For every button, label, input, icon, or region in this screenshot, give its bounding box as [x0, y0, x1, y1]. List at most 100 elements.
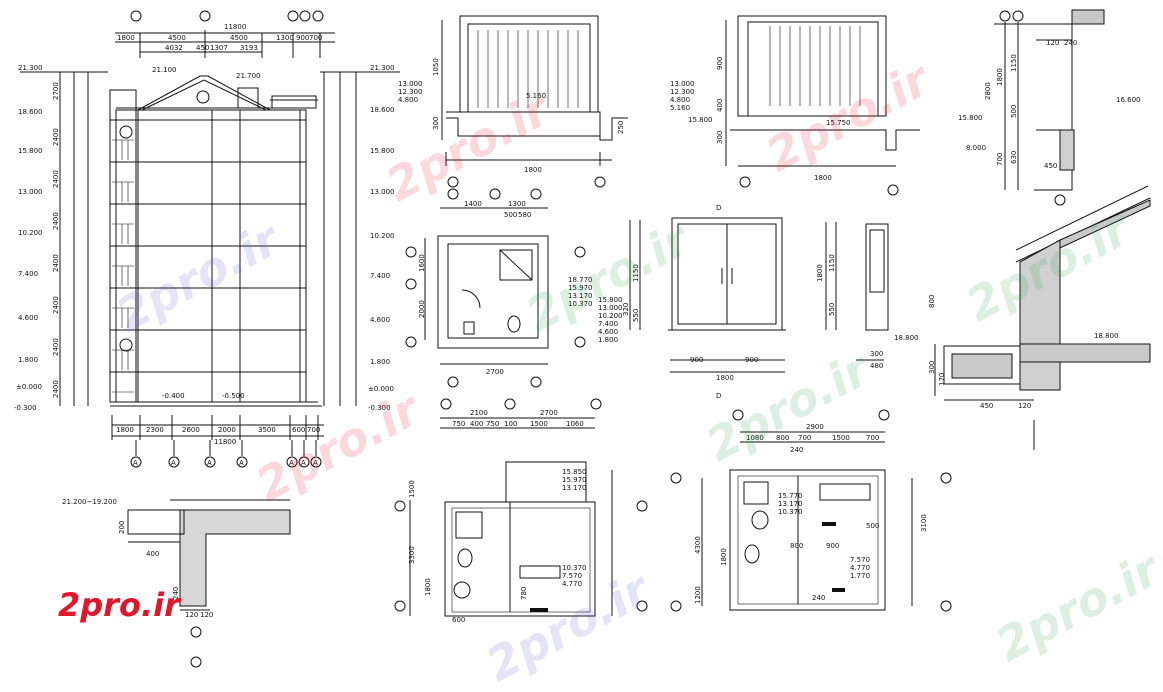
roof-dim: 300: [928, 361, 936, 374]
up2-dim: 900: [826, 542, 839, 550]
up2-dim: 800: [790, 542, 803, 550]
roof-detail: [934, 185, 1151, 450]
elev-left-level: 7.400: [18, 270, 38, 278]
window-label: D: [716, 204, 721, 212]
eave-dim: 120: [200, 611, 213, 619]
elev-left-level: 4.600: [18, 314, 38, 322]
balcony-section-2: [725, 15, 920, 196]
up1-dim: 1500: [530, 420, 548, 428]
win-side-dim: 480: [870, 362, 883, 370]
elev-floor-dim: 2400: [52, 128, 60, 146]
bs2-level: 4.800: [670, 96, 690, 104]
bs2-level: 12.300: [670, 88, 695, 96]
bath-level: 10.370: [568, 300, 593, 308]
bath-dim: 1400: [464, 200, 482, 208]
building-elevation: [20, 10, 400, 468]
elev-left-level: 18.600: [18, 108, 43, 116]
cad-sheet: 11800 1800 4500 4500 1300 900 700 4032 4…: [14, 9, 1163, 692]
bs2-dim: 400: [716, 99, 724, 112]
elev-left-level: 21.300: [18, 64, 43, 72]
up2-dim: 240: [790, 446, 803, 454]
cad-drawing: 11800 1800 4500 4500 1300 900 700 4032 4…: [14, 9, 1151, 668]
elev-top-dim: 450: [196, 44, 209, 52]
win-dim: 900: [690, 356, 703, 364]
up2-dim: 800: [776, 434, 789, 442]
elev-floor-dim: 2700: [52, 82, 60, 100]
win-level: 10.200: [598, 312, 623, 320]
grid-axis-label: A: [239, 459, 244, 467]
site-logo[interactable]: 2pro.ir: [58, 586, 180, 624]
dtr-level: 15.800: [958, 114, 983, 122]
elev-bottom-dim: 2300: [146, 426, 164, 434]
roof-dim: 800: [928, 295, 936, 308]
dtr-dim: 700: [996, 153, 1004, 166]
win-dim: 1800: [716, 374, 734, 382]
elev-right-level: 13.000: [370, 188, 395, 196]
bath-dim: 1300: [508, 200, 526, 208]
elev-left-level: 10.200: [18, 229, 43, 237]
bs1-dim: 250: [617, 121, 625, 134]
elev-floor-dim: 2400: [52, 338, 60, 356]
eave-title: 21.200~19.200: [62, 498, 117, 506]
dtr-dim: 630: [1010, 151, 1018, 164]
bs1-level: 13.000: [398, 80, 423, 88]
dtr-dim: 240: [1064, 39, 1077, 47]
up2-dim: 240: [812, 594, 825, 602]
dtr-level: 8.000: [966, 144, 986, 152]
roof-dim: 120: [1018, 402, 1031, 410]
elev-floor-dim: 2400: [52, 254, 60, 272]
elev-top-dim: 900: [296, 34, 309, 42]
bath-dim: 580: [518, 211, 531, 219]
up1-dim: 780: [520, 587, 528, 600]
elev-top-dim: 1300: [276, 34, 294, 42]
bs2-level: 15.800: [688, 116, 713, 124]
up1-dim: 2700: [540, 409, 558, 417]
elev-top-dim: 3193: [240, 44, 258, 52]
bs2-dim: 1800: [814, 174, 832, 182]
up2-level: 10.370: [778, 508, 803, 516]
up1-dim: 400: [470, 420, 483, 428]
dtr-dim: 120: [1046, 39, 1059, 47]
elev-floor-dim: 2400: [52, 380, 60, 398]
bs2-dim: 300: [716, 131, 724, 144]
up2-dim: 700: [798, 434, 811, 442]
win-dim: 900: [745, 356, 758, 364]
bath-dim: 2000: [418, 300, 426, 318]
win-dim: 1150: [632, 264, 640, 282]
win-dim: 550: [632, 309, 640, 322]
bs1-dim: 1800: [524, 166, 542, 174]
unit-plan-2: [670, 409, 952, 612]
win-side-dim: 1800: [816, 264, 824, 282]
up1-dim: 1800: [424, 578, 432, 596]
elev-left-level: 15.800: [18, 147, 43, 155]
up2-dim: 1080: [746, 434, 764, 442]
elev-floor-dim: 2400: [52, 212, 60, 230]
elev-bottom-dim: 2000: [218, 426, 236, 434]
elev-bottom-total: 11800: [214, 438, 236, 446]
elev-ground-mark: -0.500: [222, 392, 245, 400]
elev-right-level: 18.600: [370, 106, 395, 114]
elev-bottom-dim: 700: [307, 426, 320, 434]
up1-dim: 2100: [470, 409, 488, 417]
up1-dim: 1500: [408, 480, 416, 498]
elev-roof-level: 21.700: [236, 72, 261, 80]
elev-top-dim: 1307: [210, 44, 228, 52]
dtr-level: 16.600: [1116, 96, 1141, 104]
elev-top-dim: 1800: [117, 34, 135, 42]
dtr-dim: 1800: [996, 68, 1004, 86]
grid-axis-label: A: [289, 459, 294, 467]
dtr-dim: 450: [1044, 162, 1057, 170]
bath-level: 18.770: [568, 276, 593, 284]
bs1-level: 5.160: [526, 92, 546, 100]
elev-right-level: 7.400: [370, 272, 390, 280]
up2-dim: 700: [866, 434, 879, 442]
up2-level: 15.770: [778, 492, 803, 500]
elev-floor-dim: 2400: [52, 296, 60, 314]
elev-bottom-dim: 1800: [116, 426, 134, 434]
elev-top-dim: 4032: [165, 44, 183, 52]
up2-dim: 4300: [694, 536, 702, 554]
grid-axis-label: A: [207, 459, 212, 467]
up1-level: 15.850: [562, 468, 587, 476]
bath-level: 15.970: [568, 284, 593, 292]
dtr-dim: 2800: [984, 82, 992, 100]
